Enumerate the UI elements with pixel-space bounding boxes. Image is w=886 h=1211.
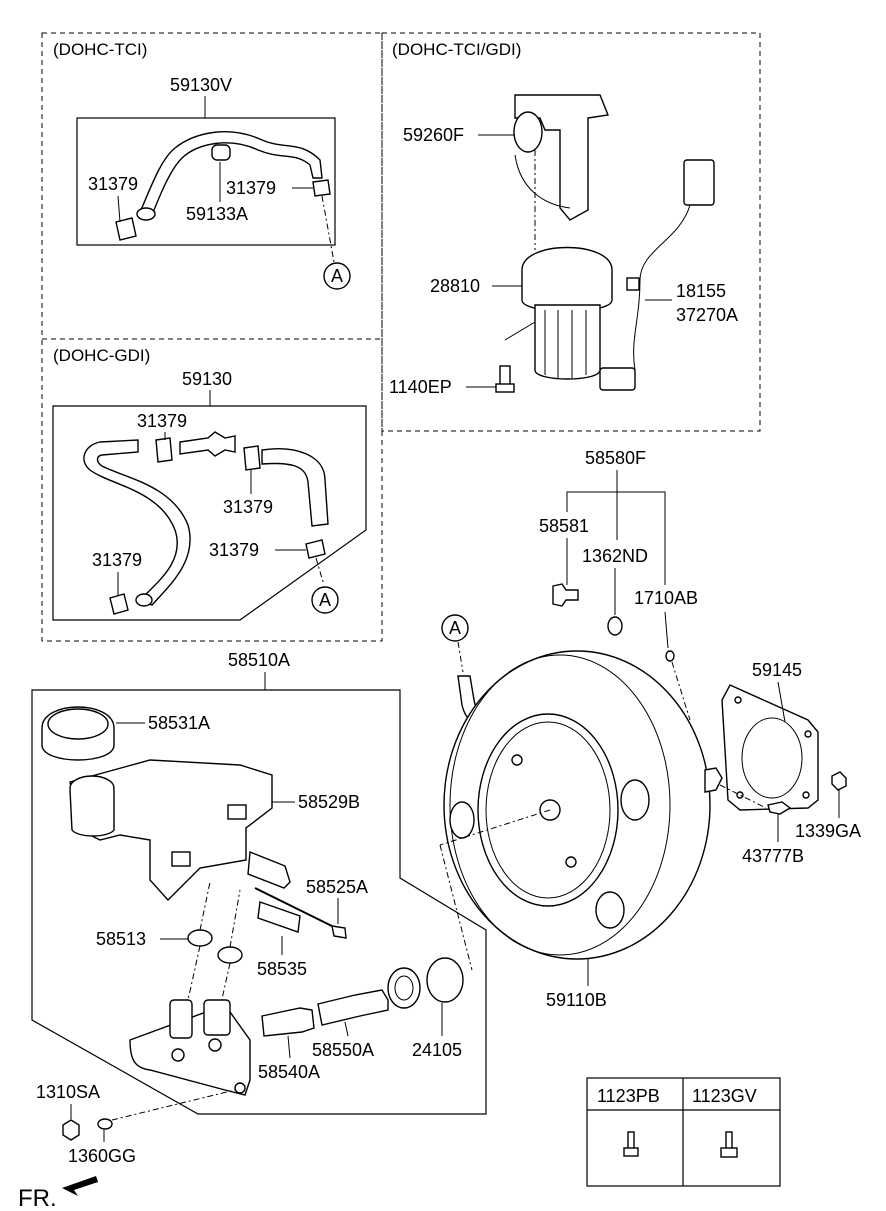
hose-tci-end	[136, 207, 156, 221]
kit-pin	[665, 650, 675, 662]
callout-a-tci-text: A	[331, 266, 343, 286]
clamp-gdi-right	[305, 539, 326, 559]
label-pin: 58525A	[306, 877, 368, 897]
label-cap: 58531A	[148, 713, 210, 733]
piston-primary	[317, 989, 389, 1026]
level-sensor	[247, 851, 291, 889]
label-nut: 1339GA	[795, 821, 861, 841]
label-washer: 1360GG	[68, 1146, 136, 1166]
label-hose-gdi: 59130	[182, 369, 232, 389]
clamp-gdi-mid	[243, 445, 261, 471]
kit-bolt	[552, 583, 579, 607]
clamp-tci-left	[115, 217, 137, 241]
hose-gdi-left	[83, 439, 191, 606]
section-box-tci	[41, 32, 383, 340]
label-hose-small: 59133A	[186, 204, 248, 224]
label-clamp-tci-left: 31379	[88, 174, 138, 194]
grommet-1	[187, 929, 213, 947]
legend-col1: 1123PB	[597, 1086, 660, 1106]
washer	[97, 1118, 113, 1130]
kit-ring	[607, 616, 623, 636]
callout-a-gdi-text: A	[319, 590, 331, 610]
nut-cylinder	[62, 1119, 80, 1141]
harness-connector-top	[683, 159, 715, 206]
label-pump: 28810	[430, 276, 480, 296]
label-cylinder-assy: 58510A	[228, 650, 290, 670]
section-box-tci-gdi	[381, 32, 761, 432]
label-sensor: 58535	[257, 959, 307, 979]
hose-gdi-right	[261, 448, 329, 527]
oring	[426, 957, 464, 1003]
check-valve	[179, 431, 236, 457]
label-reservoir: 58529B	[298, 792, 360, 812]
label-harness-1: 18155	[676, 281, 726, 301]
label-clamp-gdi-left: 31379	[92, 550, 142, 570]
seal	[387, 967, 421, 1009]
pump-cover	[521, 246, 613, 312]
label-clevis: 43777B	[742, 846, 804, 866]
label-nut-cylinder: 1310SA	[36, 1082, 100, 1102]
label-booster: 59110B	[546, 990, 607, 1010]
hose-small-tci	[211, 144, 231, 161]
sensor-connector	[257, 901, 301, 933]
group-box-cylinder	[31, 689, 487, 1115]
label-gasket: 59145	[752, 660, 802, 680]
clamp-tci-right	[312, 179, 331, 197]
label-clamp-gdi-mid: 31379	[223, 497, 273, 517]
grommet-2	[217, 946, 243, 964]
label-harness-2: 37270A	[676, 305, 738, 325]
booster-stud	[704, 767, 723, 793]
section-title-tci-gdi: (DOHC-TCI/GDI)	[392, 40, 521, 59]
legend-col2: 1123GV	[692, 1086, 757, 1106]
bracket-bushing	[513, 111, 543, 153]
label-bracket: 59260F	[403, 125, 464, 145]
harness-connector-bottom	[599, 367, 636, 391]
clevis-pin	[767, 801, 792, 815]
legend-bolt-2	[720, 1131, 738, 1158]
hose-tci	[139, 131, 323, 216]
label-clamp-tci-right: 31379	[226, 178, 276, 198]
label-kit-pin: 1710AB	[634, 588, 698, 608]
label-hose-tci: 59130V	[170, 75, 232, 95]
label-clamp-gdi-top: 31379	[137, 411, 187, 431]
gasket	[721, 684, 819, 811]
label-kit-bolt: 58581	[539, 516, 589, 536]
piston-secondary	[261, 1007, 315, 1037]
group-box-gdi	[52, 405, 367, 621]
callout-a-booster-text: A	[449, 618, 461, 638]
nut-booster	[831, 771, 847, 791]
clamp-gdi-top	[155, 437, 173, 463]
label-kit-ring: 1362ND	[582, 546, 648, 566]
label-grommet: 58513	[96, 929, 146, 949]
callout-a-booster	[441, 614, 469, 642]
callout-a-tci	[323, 262, 351, 290]
direction-arrow-icon	[62, 1176, 98, 1196]
label-piston-primary: 58550A	[312, 1040, 374, 1060]
label-piston-secondary: 58540A	[258, 1062, 320, 1082]
callout-a-gdi	[311, 586, 339, 614]
label-kit: 58580F	[585, 448, 646, 468]
group-box-tci	[76, 117, 336, 246]
clamp-gdi-left	[109, 593, 129, 615]
pin	[331, 925, 347, 939]
section-title-gdi: (DOHC-GDI)	[53, 346, 150, 365]
label-clamp-gdi-right: 31379	[209, 540, 259, 560]
label-bolt-pump: 1140EP	[389, 377, 452, 397]
legend-bolt-1	[623, 1131, 639, 1157]
label-oring: 24105	[412, 1040, 462, 1060]
reservoir	[69, 759, 273, 902]
section-box-gdi	[41, 338, 383, 642]
section-title-tci: (DOHC-TCI)	[53, 40, 147, 59]
direction-label: FR.	[18, 1185, 57, 1211]
